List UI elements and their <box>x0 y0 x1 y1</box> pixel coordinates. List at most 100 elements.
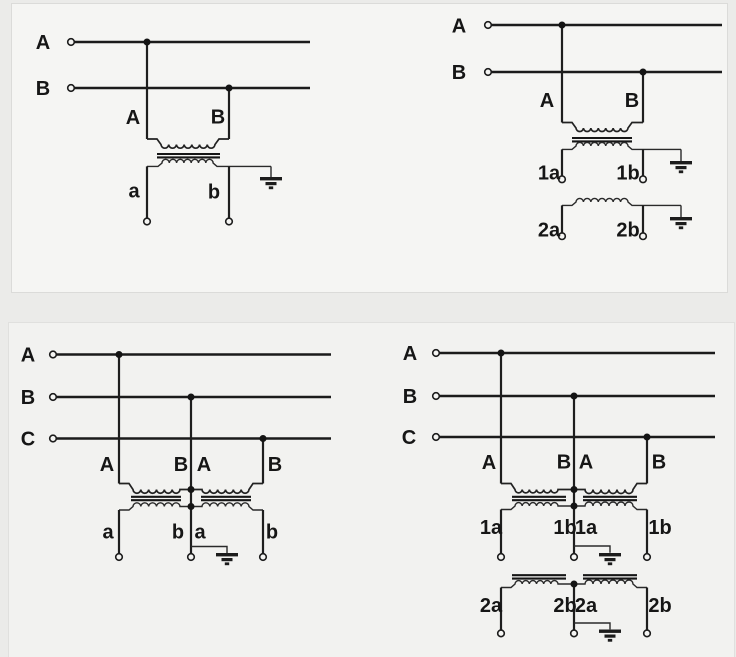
primary-terminal-label: B <box>211 107 225 129</box>
secondary-terminal-label: 2b <box>648 595 671 617</box>
ground-lead <box>574 622 611 630</box>
secondary1-leads <box>499 509 649 554</box>
bottom-panel <box>8 322 735 657</box>
secondary-terminal-label: 2a <box>480 595 503 617</box>
junction-dot <box>570 392 578 400</box>
secondary-terminal-label: a <box>128 181 140 203</box>
terminal-circle <box>496 629 506 638</box>
bus-label: A <box>36 32 50 54</box>
terminal-circle <box>224 217 234 226</box>
primary-terminal-label: A <box>540 90 554 112</box>
terminal-circle <box>569 629 579 638</box>
terminal-circle <box>638 232 648 241</box>
junction-dot <box>115 351 123 358</box>
junction-dot <box>259 435 267 442</box>
junction-dot <box>497 349 505 357</box>
secondary-terminal-label: b <box>208 182 220 204</box>
junction-dot <box>225 84 233 92</box>
core-bars <box>512 495 637 502</box>
junction-dot <box>558 21 566 29</box>
primary-winding <box>147 138 229 149</box>
ground-lead <box>191 545 228 553</box>
secondary-terminal-label: b <box>172 522 184 544</box>
primary-terminal-label: A <box>482 452 496 474</box>
primary-terminal-label: A <box>100 454 114 476</box>
terminal-circle <box>638 175 648 184</box>
terminal-circle <box>48 434 58 443</box>
secondary-leads <box>145 166 231 219</box>
bus-label: C <box>21 429 35 451</box>
terminal-circle <box>569 552 579 562</box>
terminal-circle <box>48 350 58 359</box>
junction-dot <box>570 580 578 588</box>
primary-terminal-label: A <box>126 107 140 129</box>
terminal-circle <box>66 83 76 93</box>
secondary-terminal-label: a <box>102 522 114 544</box>
primary-windings <box>501 482 647 495</box>
terminal-circle <box>642 552 652 562</box>
junction-dot <box>187 393 195 401</box>
diagram-3ph-open-delta-dual-secondary: A B C A B A B 1a 1b 1a 1b 2a 2b 2a 2b <box>402 343 715 642</box>
terminal-circle <box>258 552 268 562</box>
terminal-circle <box>48 392 58 402</box>
secondary2-leads <box>560 205 645 233</box>
secondary-terminal-label: 1b <box>616 163 639 185</box>
core-bars <box>131 495 251 502</box>
terminal-circle <box>483 20 493 30</box>
junction-dot <box>187 486 195 493</box>
secondary2-windings <box>501 579 647 589</box>
secondary-terminal-label: 2a <box>538 220 561 242</box>
bus-label: C <box>402 427 416 449</box>
secondary-terminal-label: 1a <box>575 517 598 539</box>
secondary-terminal-label: a <box>194 522 206 544</box>
bus-label: B <box>36 78 50 100</box>
core-bars-secondary2 <box>512 574 637 580</box>
top-panel <box>11 3 728 293</box>
primary-terminal-label: B <box>625 90 639 112</box>
diagram-3ph-open-delta-single-secondary: A B C A B A B a b a b <box>21 345 331 566</box>
primary-terminal-label: A <box>579 452 593 474</box>
diagram-1ph-dual-secondary: A B A B 1a 1b 2a 2b <box>452 16 722 242</box>
junction-dot <box>187 503 195 510</box>
secondary-terminal-label: 1b <box>553 517 576 539</box>
secondary-terminal-label: 2b <box>616 220 639 242</box>
terminal-circle <box>557 175 567 184</box>
terminal-circle <box>431 432 441 442</box>
secondary-terminal-label: b <box>266 522 278 544</box>
secondary2-winding <box>562 197 681 207</box>
bus-label: B <box>452 62 466 84</box>
secondary-terminal-label: 2a <box>575 595 598 617</box>
secondary-terminal-label: 1a <box>480 517 503 539</box>
bus-label: A <box>21 345 35 367</box>
terminal-circle <box>186 552 196 562</box>
secondary1-winding <box>562 141 681 151</box>
terminal-circle <box>483 67 493 77</box>
terminal-circle <box>431 391 441 401</box>
terminal-circle <box>142 217 152 226</box>
primary-terminal-label: B <box>652 452 666 474</box>
secondary-leads <box>117 510 265 554</box>
terminal-circle <box>496 552 506 562</box>
core-bars <box>572 136 632 143</box>
junction-dot <box>639 68 647 76</box>
secondary-terminal-label: 1b <box>648 517 671 539</box>
bus-label: B <box>21 387 35 409</box>
terminal-circle <box>642 629 652 638</box>
secondary1-windings <box>501 501 647 511</box>
core-bars <box>157 152 220 159</box>
terminal-circle <box>431 348 441 358</box>
terminal-circle <box>557 232 567 241</box>
diagram-1ph-single-secondary: A B A B a b <box>36 32 310 226</box>
primary-terminal-label: A <box>197 454 211 476</box>
secondary1-leads <box>560 149 645 176</box>
primary-winding <box>562 121 643 133</box>
bus-label: A <box>403 343 417 365</box>
secondary-winding <box>147 158 271 168</box>
secondary-terminal-label: 2b <box>553 595 576 617</box>
junction-dot <box>570 486 578 493</box>
ground-lead <box>574 545 611 553</box>
bus-label: B <box>403 386 417 408</box>
junction-dot <box>643 433 651 441</box>
junction-dot <box>570 502 578 510</box>
